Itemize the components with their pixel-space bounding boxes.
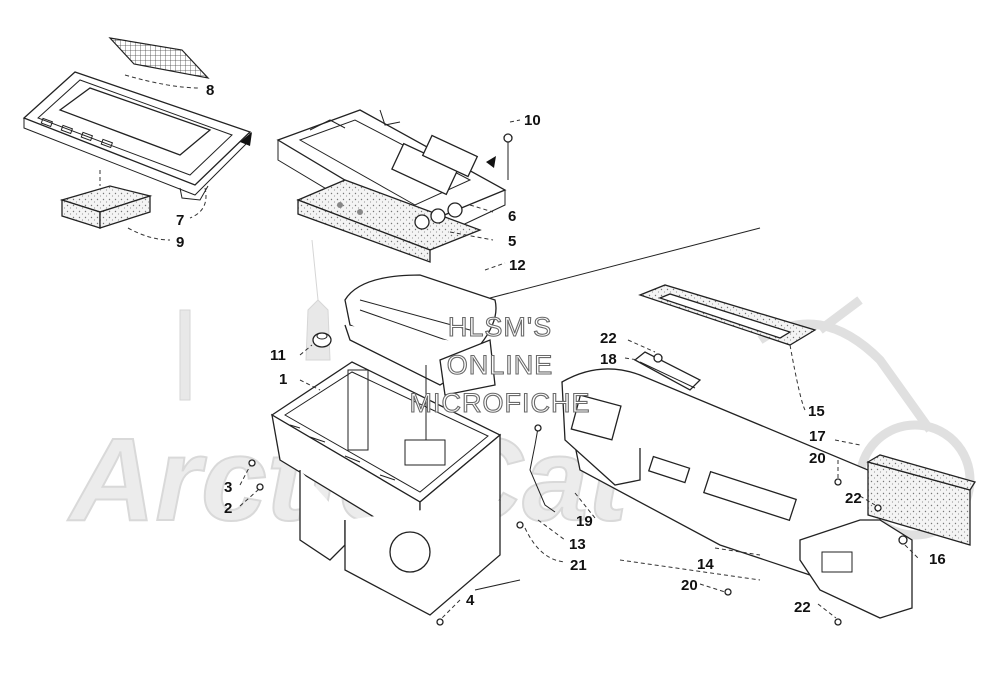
guide-lines: [474, 227, 761, 591]
callout-2: 2: [224, 500, 232, 517]
callout-14: 14: [697, 556, 714, 573]
watermark: HLSM'S ONLINE MICROFICHE: [409, 311, 591, 418]
callout-18: 18: [600, 351, 617, 368]
part-6-tray: [276, 109, 507, 246]
callout-4: 4: [466, 592, 475, 609]
fasteners: [248, 353, 908, 626]
callout-9: 9: [176, 234, 184, 251]
callout-1: 1: [279, 371, 287, 388]
callout-22-top: 22: [600, 330, 617, 347]
callout-17: 17: [809, 428, 826, 445]
callout-22-right: 22: [845, 490, 862, 507]
part-1-storage-box: [270, 361, 502, 616]
part-12-cover: [344, 274, 497, 396]
part-7-console: [22, 71, 252, 201]
callout-15: 15: [808, 403, 825, 420]
callout-7: 7: [176, 212, 184, 229]
callout-19: 19: [576, 513, 593, 530]
callout-11: 11: [270, 347, 286, 364]
part-15-gasket: [638, 284, 817, 346]
callout-5: 5: [508, 233, 516, 250]
callout-16: 16: [929, 551, 946, 568]
part-8-decal: [108, 37, 210, 79]
callout-6: 6: [508, 208, 516, 225]
watermark-line-1: HLSM'S: [448, 312, 552, 342]
callout-3: 3: [224, 479, 232, 496]
callout-10: 10: [524, 112, 541, 129]
callout-8: 8: [206, 82, 214, 99]
part-14-center-console: [561, 368, 913, 619]
part-16-foam-block: [866, 454, 977, 546]
part-18-bracket: [633, 351, 702, 391]
callout-20-bottom: 20: [681, 577, 698, 594]
part-13-rod: [529, 424, 556, 513]
callout-12: 12: [509, 257, 526, 274]
callout-13: 13: [569, 536, 586, 553]
callout-22-bottom: 22: [794, 599, 811, 616]
callout-20-top: 20: [809, 450, 826, 467]
part-11-grommet: [312, 332, 332, 348]
watermark-line-2: ONLINE: [447, 350, 554, 380]
callout-labels: 8 7 9 10 6 5 12 11 1 3 2 4 13 21 19 22 1…: [176, 82, 946, 616]
callout-21: 21: [570, 557, 587, 574]
watermark-line-3: MICROFICHE: [410, 388, 591, 418]
part-10-knob: [503, 133, 513, 180]
part-9-foam-pad: [59, 170, 153, 229]
part-5-foam-base: [296, 179, 482, 263]
leader-lines: [124, 74, 919, 619]
tower-icon: [179, 309, 191, 401]
castle-spire-icon: [305, 239, 331, 361]
